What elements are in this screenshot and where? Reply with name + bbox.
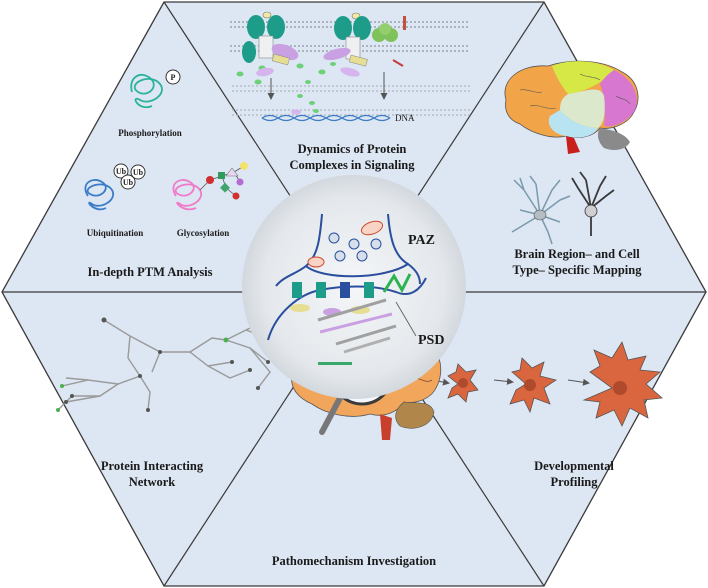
network-title-line2: Network [129,475,176,489]
neuron-cells-icon [511,171,615,245]
developmental-title-line1: Developmental [534,459,614,473]
developmental-illustration: Developmental Profiling [431,341,663,489]
psd-pointer [395,301,417,337]
neuron-stage-2 [493,357,557,414]
brain-mapping-title-line2: Type– Specific Mapping [513,263,643,277]
glycosylation-label: Glycosylation [177,228,230,238]
brain-regions-icon [504,60,639,154]
brain-mapping-title-line1: Brain Region– and Cell [514,247,640,261]
neuron-stage-3 [567,341,663,427]
dna-helix [261,114,391,122]
developmental-title-line2: Profiling [551,475,599,489]
dna-label: DNA [395,113,415,123]
paz-label: PAZ [408,233,435,248]
presynaptic-terminal [275,213,421,287]
phosphorylation-protein: P [130,69,181,109]
ptm-title: In-depth PTM Analysis [87,265,212,279]
ubiquitination-label: Ubiquitination [87,228,144,238]
psd-label: PSD [418,333,444,348]
pathomechanism-title: Pathomechanism Investigation [272,554,436,568]
neuron-stage-1 [431,363,479,403]
network-title-line1: Protein Interacting [101,459,204,473]
ub-mark-3: Ub [133,168,144,177]
glycosylation-protein [172,162,248,211]
brain-mapping-illustration: Brain Region– and Cell Type– Specific Ma… [504,60,643,277]
synapse-illustration: PAZ PSD [242,175,466,399]
ubiquitination-protein: Ub Ub Ub [84,163,146,211]
network-nodes [56,310,272,412]
phosphorylation-label: Phosphorylation [118,128,182,138]
signaling-molecules [236,62,360,115]
ub-mark-2: Ub [123,178,134,187]
signaling-illustration: DNA Dynamics of Protein Complexes in Sig… [230,11,470,172]
signaling-title-line2: Complexes in Signaling [289,158,415,172]
protein-complex-right [323,12,406,67]
protein-complex-left [242,11,299,66]
ub-mark-1: Ub [116,167,127,176]
postsynaptic-density [267,273,427,365]
signaling-title-line1: Dynamics of Protein [298,142,407,156]
ptm-illustration: P Phosphorylation Ub Ub Ub Ubiquitinatio… [84,69,248,279]
phospho-mark: P [171,73,176,82]
